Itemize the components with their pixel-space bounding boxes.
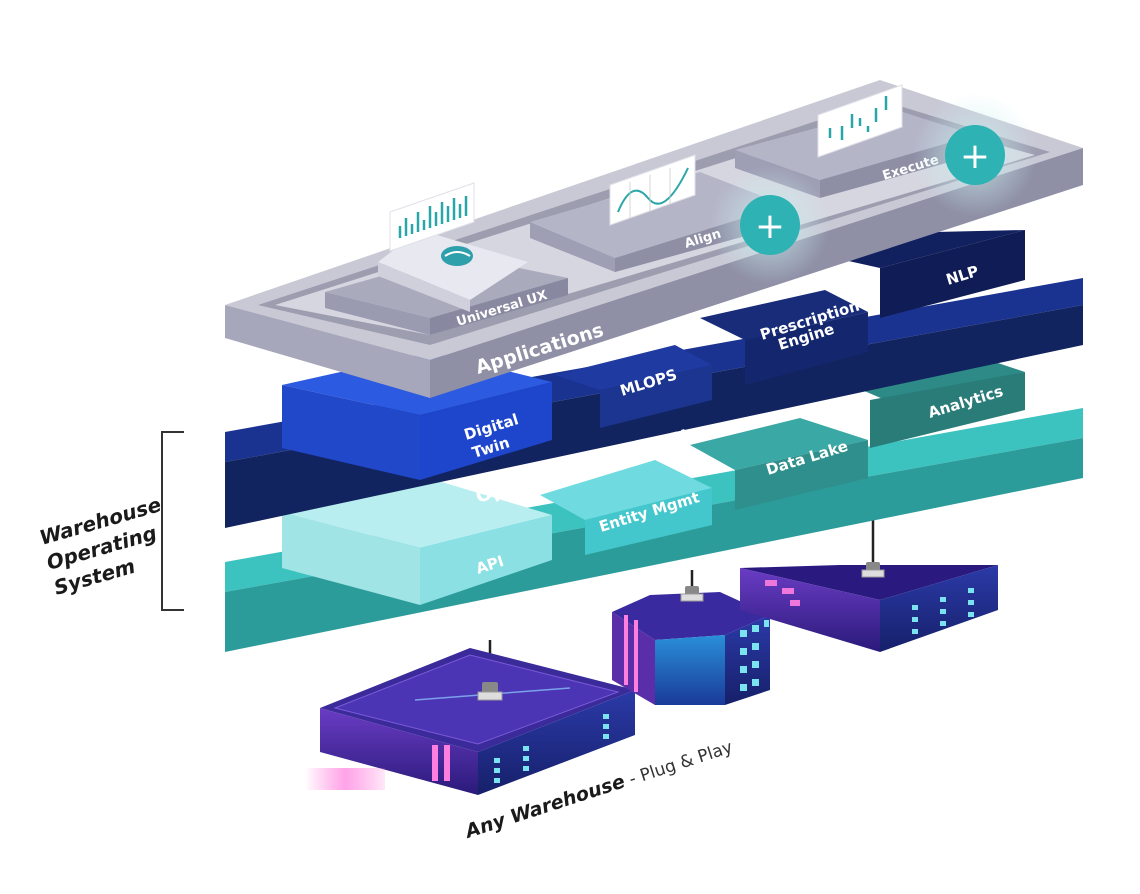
operational-memory-layer: Digital Twin MLOPS Prescription Engine N…: [225, 230, 1083, 528]
execute-plus-button[interactable]: +: [945, 125, 1005, 185]
align-plus-button[interactable]: +: [740, 195, 800, 255]
nlp-module: [880, 230, 1025, 318]
building-icon: [612, 592, 770, 705]
side-label: Warehouse Operating System: [37, 492, 164, 600]
logo-icon: [441, 246, 473, 266]
building-icon: [305, 648, 635, 795]
plug-icon: [477, 682, 503, 701]
data-lake-module: [735, 440, 868, 510]
building-icon: [740, 565, 998, 652]
line-chart-icon: [609, 154, 696, 226]
caption-rest: - Plug & Play: [622, 737, 736, 791]
analytics-module: [870, 372, 1025, 448]
prescription-engine-module: [745, 312, 868, 385]
plug-icon: [680, 586, 704, 602]
execute-plus-symbol: +: [960, 136, 990, 177]
data-abstraction-layer: API Entity Mgmt Data Lake Analytics Data…: [225, 342, 1083, 652]
align-plus-symbol: +: [755, 206, 785, 247]
plus-icon: [740, 195, 800, 255]
api-module: [420, 515, 552, 605]
side-bracket: [161, 431, 184, 611]
bar-chart-icon: [389, 182, 475, 252]
plug-icon: [861, 562, 885, 578]
candlestick-icon: [817, 84, 903, 158]
digital-twin-module: [420, 382, 552, 480]
plus-icon: [945, 125, 1005, 185]
mlops-module: [600, 365, 712, 428]
entity-mgmt-module: [585, 488, 712, 555]
